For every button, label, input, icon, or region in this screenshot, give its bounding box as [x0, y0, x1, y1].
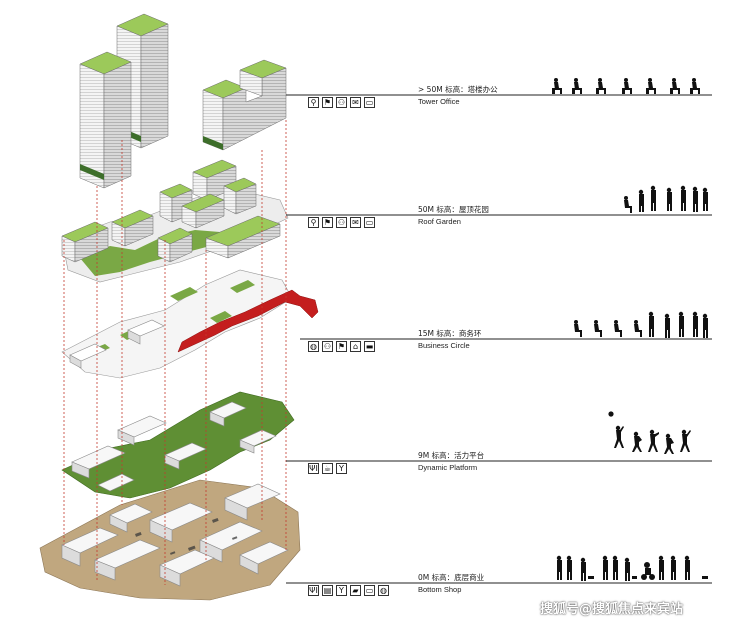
- worker-icon: ⚑: [336, 341, 347, 352]
- level-lines: [286, 94, 712, 584]
- business-circle-red: [177, 289, 319, 353]
- worker-icon: ⚑: [322, 217, 333, 228]
- person-icon: ⚲: [308, 97, 319, 108]
- person-icon: ⚲: [308, 217, 319, 228]
- business-circle-subtitle: Business Circle: [418, 341, 470, 350]
- roof-garden-layer: [61, 159, 289, 283]
- mail-icon: ✉: [350, 217, 361, 228]
- shop-people-silhouettes: [556, 555, 708, 581]
- car-icon: ▰: [350, 585, 361, 596]
- dynamic-platform-subtitle: Dynamic Platform: [418, 463, 478, 472]
- tower-office-icons: ⚲ ⚑ ⚇ ✉ ▭: [308, 97, 375, 108]
- business-circle-icons: ◍ ⚇ ⚑ ⌂ ▬: [308, 341, 375, 352]
- bottom-shop-shadows: [134, 517, 238, 555]
- business-white-slab: [61, 269, 293, 379]
- business-people-silhouettes: [574, 311, 708, 338]
- roof-blocks: [61, 159, 281, 263]
- green-platform: [61, 391, 295, 499]
- meeting-icon: ⚇: [336, 217, 347, 228]
- tower-people-silhouettes: [552, 78, 700, 94]
- watermark: 搜狐号@搜狐焦点来宾站: [540, 602, 684, 617]
- coffee-icon: ☕: [322, 463, 333, 474]
- bottom-shop-layer: [39, 479, 301, 601]
- tower-office-layer: [79, 13, 287, 189]
- book-icon: ▤: [322, 585, 333, 596]
- business-blocks: [69, 319, 165, 369]
- meeting-icon: ⚇: [336, 97, 347, 108]
- tower-3: [202, 59, 287, 151]
- worker-icon: ⚑: [322, 97, 333, 108]
- tower-2: [79, 51, 132, 189]
- laptop-icon: ▭: [364, 585, 375, 596]
- cocktail-icon: Y: [336, 585, 347, 596]
- mail-icon: ✉: [350, 97, 361, 108]
- tower-office-title: > 50M 标高：塔楼办公: [418, 85, 498, 94]
- laptop-icon: ▭: [364, 97, 375, 108]
- dashed-alignment-lines: [63, 120, 287, 585]
- briefcase-icon: ▬: [364, 341, 375, 352]
- globe-icon: ◍: [378, 585, 389, 596]
- dynamic-platform-icons: ΨΙ ☕ Y: [308, 463, 347, 474]
- bottom-shop-icons: ΨΙ ▤ Y ▰ ▭ ◍: [308, 585, 389, 596]
- roof-garden-icons: ⚲ ⚑ ⚇ ✉ ▭: [308, 217, 375, 228]
- business-circle-title: 15M 标高：商务环: [418, 329, 482, 338]
- dynamic-platform-layer: [61, 391, 295, 499]
- roof-garden-title: 50M 标高：屋顶花园: [418, 205, 489, 214]
- roof-garden-subtitle: Roof Garden: [418, 217, 461, 226]
- tower-office-subtitle: Tower Office: [418, 97, 460, 106]
- business-circle-layer: [61, 269, 319, 379]
- roof-people-silhouettes: [624, 185, 708, 213]
- platform-people-silhouettes: [608, 411, 691, 454]
- meeting-icon: ⚇: [322, 341, 333, 352]
- cocktail-icon: Y: [336, 463, 347, 474]
- globe-icon: ◍: [308, 341, 319, 352]
- bottom-shop-title: 0M 标高：底层商业: [418, 573, 485, 582]
- dining-icon: ΨΙ: [308, 463, 319, 474]
- laptop-icon: ▭: [364, 217, 375, 228]
- bottom-shop-blocks: [61, 483, 289, 587]
- bottom-shop-subtitle: Bottom Shop: [418, 585, 462, 594]
- platform-blocks: [71, 401, 277, 492]
- dining-icon: ΨΙ: [308, 585, 319, 596]
- shop-icon: ⌂: [350, 341, 361, 352]
- dynamic-platform-title: 9M 标高：活力平台: [418, 451, 485, 460]
